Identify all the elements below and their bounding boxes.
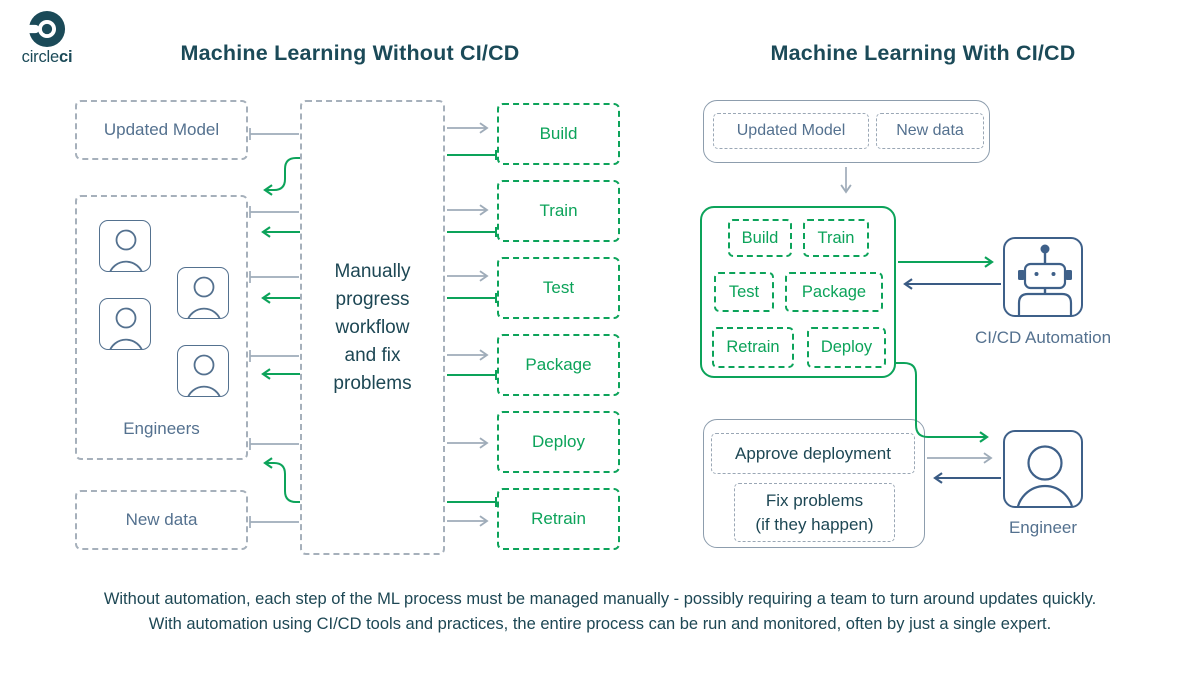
fix-problems-line: (if they happen)	[755, 514, 874, 534]
approve-deployment-label: Approve deployment	[735, 443, 891, 463]
new-data-box: New data	[75, 490, 248, 550]
circleci-wordmark: circleci	[14, 48, 80, 67]
manual-line: workflow	[335, 316, 410, 338]
chip-label: Retrain	[726, 338, 780, 356]
gray-feed-lines	[249, 128, 299, 528]
engineer-box	[1003, 430, 1083, 508]
fix-problems-line: Fix problems	[765, 490, 864, 510]
new-data-label: New data	[125, 510, 198, 529]
person-icon	[187, 276, 221, 318]
updated-model-label: Updated Model	[103, 120, 220, 139]
manual-line: progress	[335, 288, 410, 310]
step-box-test: Test	[497, 257, 620, 319]
circleci-logo: circleci	[14, 10, 80, 67]
step-box-build: Build	[497, 103, 620, 165]
engineers-label: Engineers	[123, 419, 200, 438]
manual-workflow-text: Manually progress workflow and fix probl…	[302, 258, 443, 398]
right-diagram-title: Machine Learning With CI/CD	[770, 41, 1076, 65]
manual-workflow-box: Manually progress workflow and fix probl…	[300, 100, 445, 555]
step-label: Build	[539, 124, 578, 143]
pipeline-chip-package: Package	[785, 272, 883, 312]
gray-step-arrows	[447, 122, 489, 527]
updated-model-box: Updated Model	[75, 100, 248, 160]
person-icon	[187, 354, 221, 396]
step-box-retrain: Retrain	[497, 488, 620, 550]
caption-line-2: With automation using CI/CD tools and pr…	[148, 615, 1052, 633]
caption: Without automation, each step of the ML …	[0, 587, 1200, 637]
input-new-data-box: New data	[876, 113, 984, 149]
automation-box	[1003, 237, 1083, 317]
green-result-lines	[447, 150, 497, 507]
pipeline-chip-retrain: Retrain	[712, 327, 794, 368]
manual-line: and fix	[344, 344, 401, 366]
step-label: Train	[539, 201, 578, 220]
chip-label: Test	[728, 282, 760, 301]
person-icon	[109, 229, 143, 271]
step-box-train: Train	[497, 180, 620, 242]
pipeline-chip-test: Test	[714, 272, 774, 312]
chip-label: Deploy	[820, 338, 873, 356]
input-updated-model-label: Updated Model	[736, 122, 846, 139]
circleci-logo-icon	[28, 10, 66, 48]
input-new-data-label: New data	[896, 122, 964, 139]
step-box-package: Package	[497, 334, 620, 396]
step-box-deploy: Deploy	[497, 411, 620, 473]
engineer-avatar	[99, 298, 151, 350]
green-return-arrows	[261, 157, 300, 503]
pipeline-chip-build: Build	[728, 219, 792, 257]
chip-label: Train	[817, 228, 855, 247]
robot-icon	[1017, 244, 1073, 315]
wordmark-regular: circle	[21, 48, 60, 66]
chip-label: Package	[801, 282, 867, 301]
pipeline-chip-train: Train	[803, 219, 869, 257]
person-icon	[109, 307, 143, 349]
inputs-container: Updated Model New data	[703, 100, 990, 163]
automation-label: CI/CD Automation	[974, 328, 1112, 347]
fix-problems-box: Fix problems (if they happen)	[734, 483, 895, 542]
step-label: Package	[525, 355, 592, 374]
manual-line: problems	[333, 372, 412, 394]
wordmark-bold: ci	[58, 48, 73, 66]
input-updated-model-box: Updated Model	[713, 113, 869, 149]
caption-line-1: Without automation, each step of the ML …	[103, 590, 1097, 608]
engineer-avatar	[177, 345, 229, 397]
engineers-box: Engineers	[75, 195, 248, 460]
manual-line: Manually	[334, 260, 411, 282]
pipeline-chip-deploy: Deploy	[807, 327, 886, 368]
chip-label: Build	[741, 228, 779, 247]
step-label: Deploy	[532, 432, 585, 451]
pipeline-container: Build Train Test Package Retrain Deploy	[700, 206, 896, 378]
engineer-label: Engineer	[1008, 518, 1078, 537]
step-label: Test	[542, 278, 575, 297]
engineer-avatar	[177, 267, 229, 319]
engineer-tasks-container: Approve deployment Fix problems (if they…	[703, 419, 925, 548]
engineer-avatar	[99, 220, 151, 272]
fix-problems-label: Fix problems (if they happen)	[755, 489, 873, 537]
person-icon	[1017, 445, 1073, 506]
approve-deployment-box: Approve deployment	[711, 433, 915, 474]
step-label: Retrain	[531, 509, 586, 528]
left-diagram-title: Machine Learning Without CI/CD	[180, 41, 520, 65]
